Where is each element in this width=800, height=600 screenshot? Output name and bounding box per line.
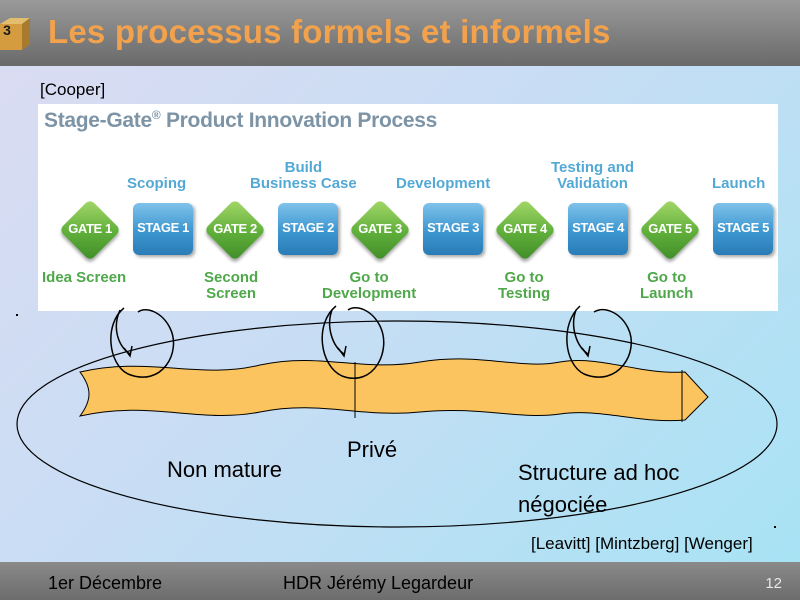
label-structure-ad-hoc: Structure ad hoc négociée (518, 460, 680, 517)
gate-label-idea-screen: Idea Screen (42, 269, 127, 286)
footer-date: 1er Décembre (48, 573, 163, 593)
stage-2-box: STAGE 2 (278, 203, 338, 255)
footer-bar: 1er Décembre HDR Jérémy Legardeur 12 (0, 562, 800, 600)
stage-2-label: STAGE 2 (282, 220, 334, 235)
stage-5-box: STAGE 5 (713, 203, 773, 255)
gate-5-diamond: GATE 5 (637, 197, 703, 263)
stage-gate-title-rest: Product Innovation Process (160, 109, 438, 132)
gate-3-label: GATE 3 (358, 221, 402, 236)
stage-3-box: STAGE 3 (423, 203, 483, 255)
gate-label-second-screen: Second Screen (204, 269, 259, 302)
registered-mark: ® (151, 108, 161, 122)
chapter-number: 3 (3, 22, 11, 38)
citation-cooper: [Cooper] (40, 80, 106, 99)
informal-ellipse (16, 320, 778, 528)
gate-5-label: GATE 5 (648, 221, 692, 236)
stage-4-label: STAGE 4 (572, 220, 624, 235)
gate-label-go-testing: Go to Testing (498, 269, 551, 302)
slide-title: Les processus formels et informels (48, 13, 611, 50)
gate-4-label: GATE 4 (503, 221, 547, 236)
gate-label-go-development: Go to Development (322, 269, 417, 302)
gate-2-diamond: GATE 2 (202, 197, 268, 263)
label-prive: Privé (347, 437, 398, 462)
gate-4-diamond: GATE 4 (492, 197, 558, 263)
citation-references: [Leavitt] [Mintzberg] [Wenger] (531, 534, 753, 553)
wavy-process-arrow (78, 358, 709, 422)
stage-label-scoping: Scoping (127, 175, 187, 192)
stage-label-testing: Testing and Validation (551, 159, 635, 192)
stage-gate-title-main: Stage-Gate (44, 109, 152, 132)
stage-1-box: STAGE 1 (133, 203, 193, 255)
stage-label-development: Development (396, 175, 491, 192)
page-number: 12 (765, 575, 782, 592)
label-non-mature: Non mature (167, 457, 282, 482)
gate-label-go-launch: Go to Launch (640, 269, 694, 302)
gate-2-label: GATE 2 (213, 221, 257, 236)
footer-author: HDR Jérémy Legardeur (283, 573, 474, 593)
gate-1-diamond: GATE 1 (57, 197, 123, 263)
stage-5-label: STAGE 5 (717, 220, 769, 235)
feedback-loop-2-icon (321, 305, 385, 379)
header-bar: 3 Les processus formels et informels (0, 0, 800, 66)
stage-1-label: STAGE 1 (137, 220, 189, 235)
stage-label-business-case: Build Business Case (250, 159, 357, 192)
feedback-loop-3-icon (566, 305, 633, 378)
chapter-cube-icon (0, 18, 30, 50)
stage-gate-title: Stage-Gate® Product Innovation Process (44, 108, 437, 133)
stage-4-box: STAGE 4 (568, 203, 628, 255)
stage-3-label: STAGE 3 (427, 220, 479, 235)
feedback-loop-1-icon (110, 307, 175, 378)
stage-gate-figure: Stage-Gate® Product Innovation Process S… (38, 104, 778, 311)
gate-1-label: GATE 1 (68, 221, 112, 236)
informal-process-diagram (16, 305, 778, 528)
gate-3-diamond: GATE 3 (347, 197, 413, 263)
stage-label-launch: Launch (712, 175, 766, 192)
